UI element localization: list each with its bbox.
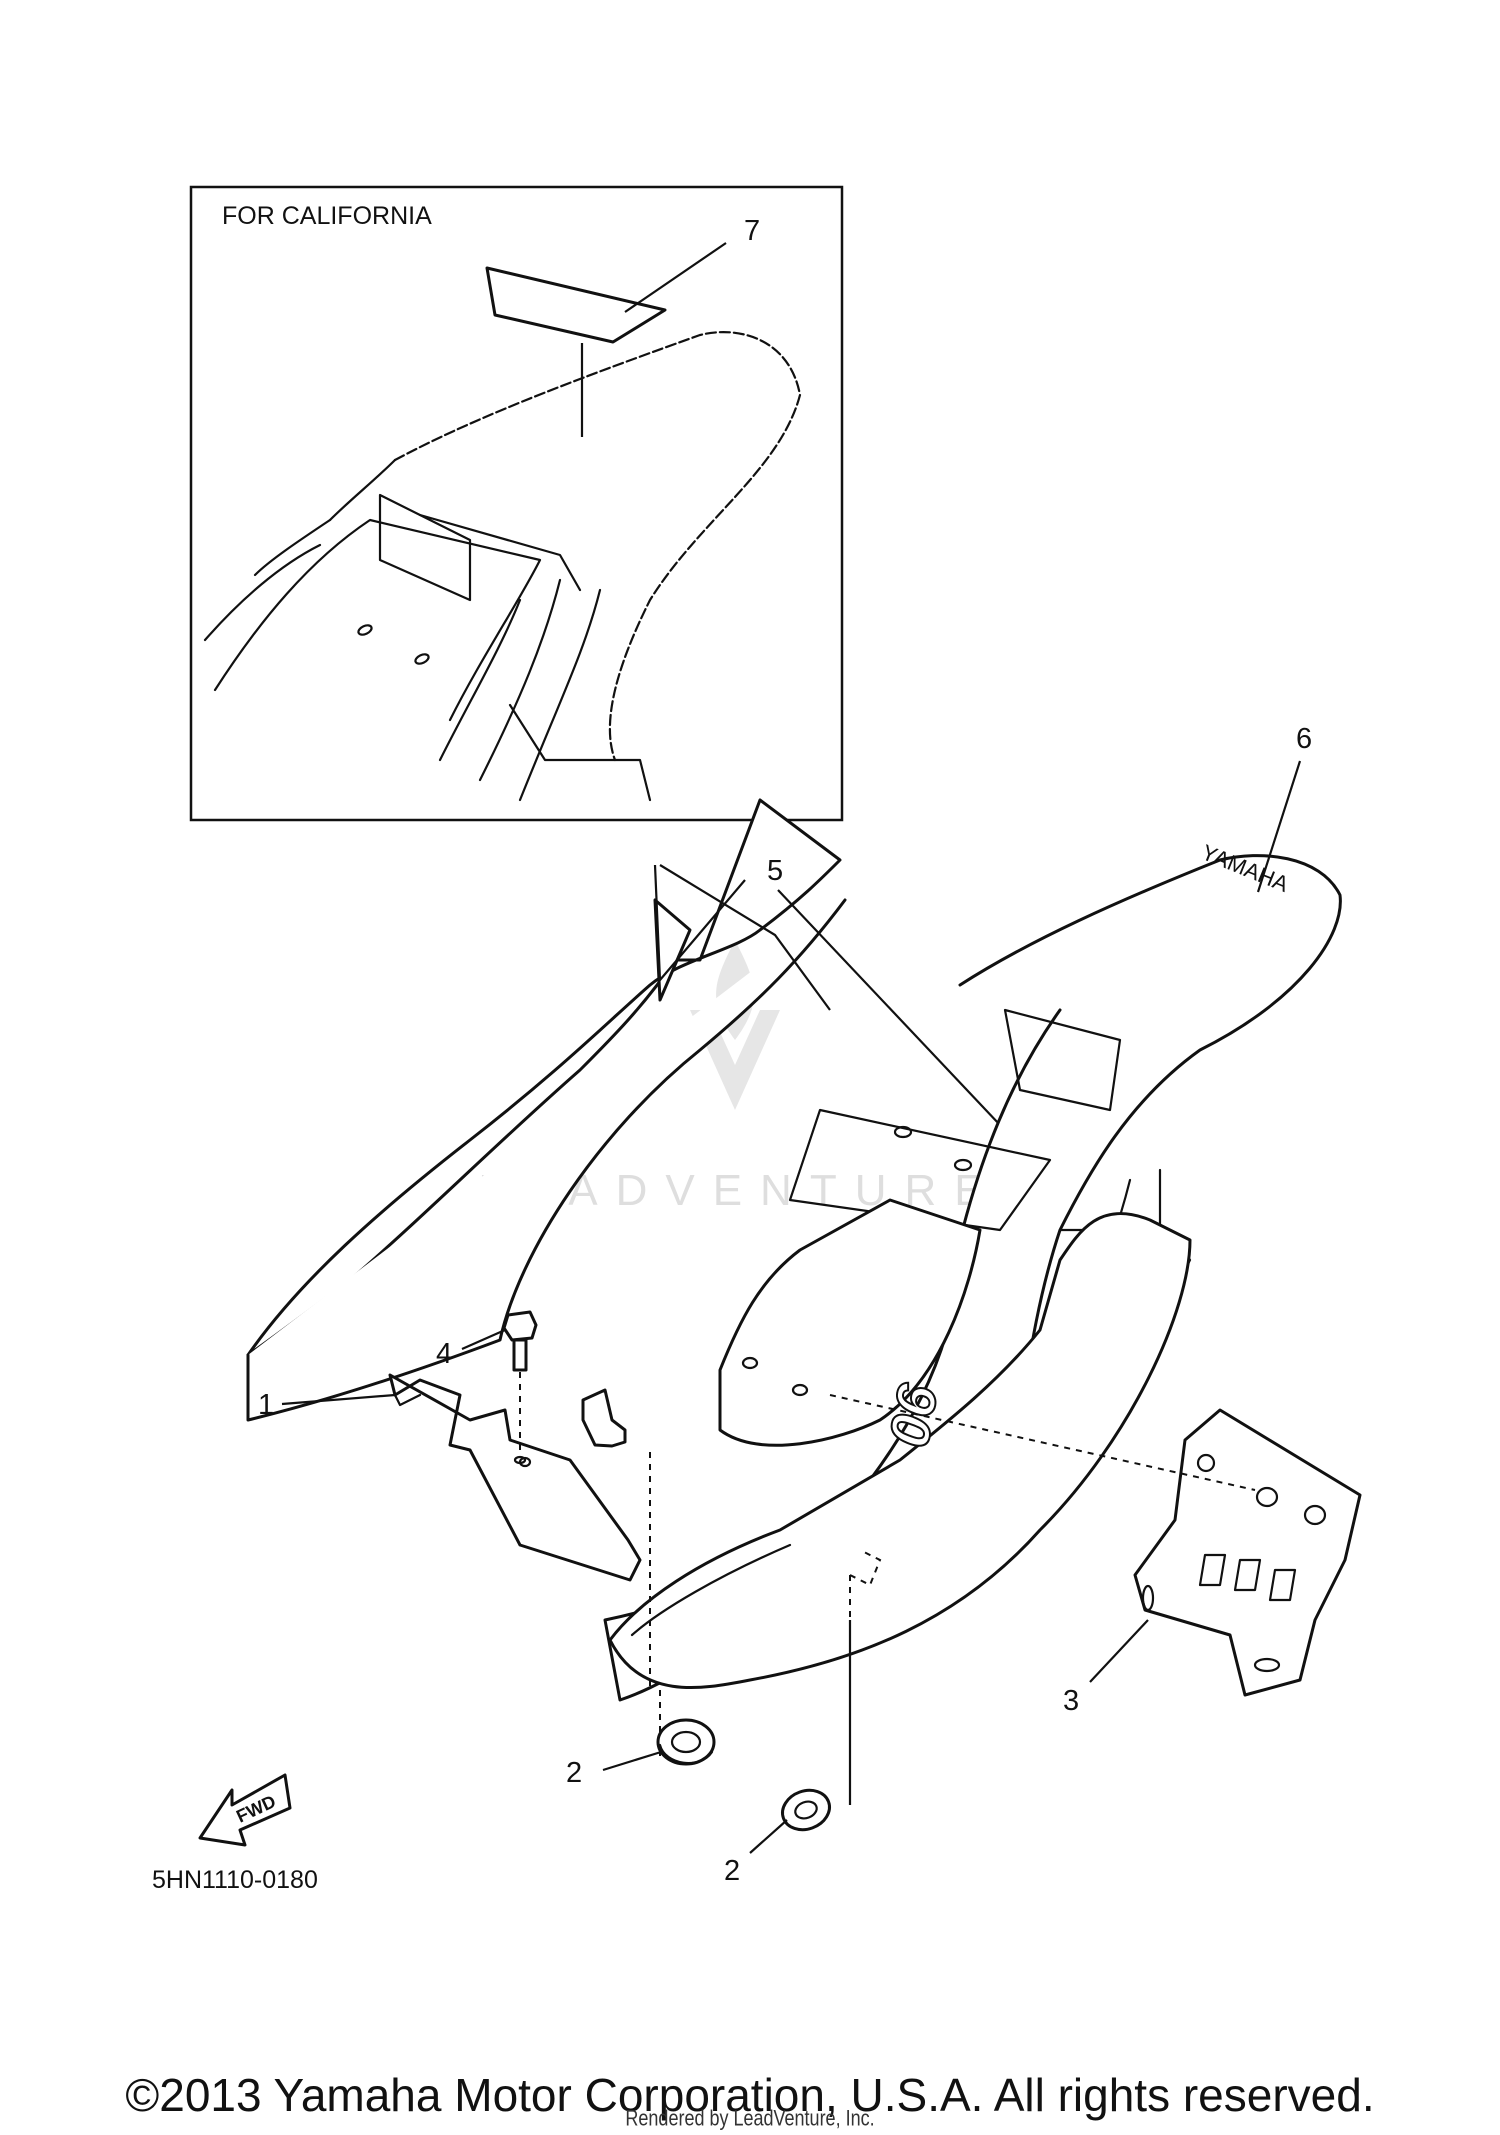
callout-3: 3 — [1063, 1685, 1079, 1717]
bolt-part-4: 4 — [436, 1310, 538, 1465]
callout-5: 5 — [767, 855, 783, 887]
callout-6: 6 — [1296, 723, 1312, 755]
rear-cover: 90 YAMAHA 6 — [603, 723, 1342, 1702]
callout-2b: 2 — [724, 1855, 740, 1887]
callout-7: 7 — [744, 215, 760, 247]
assembly-dash-lines — [649, 1394, 1256, 1805]
fender-plate — [608, 1212, 1192, 1690]
fwd-arrow-icon: FWD — [198, 1773, 292, 1847]
callout-1: 1 — [258, 1389, 274, 1421]
tray-knob — [581, 1388, 627, 1448]
california-inset: FOR CALIFORNIA 7 — [189, 185, 844, 822]
bracket-part-3: 3 — [1063, 1408, 1362, 1717]
inset-title: FOR CALIFORNIA — [222, 202, 432, 230]
callout-4: 4 — [436, 1338, 452, 1370]
part-number: 5HN1110-0180 — [152, 1866, 318, 1894]
callout-2a: 2 — [566, 1757, 582, 1789]
grommet-part-2b: 2 — [724, 1788, 831, 1887]
label-part-7 — [485, 266, 667, 344]
inset-frame — [189, 185, 844, 822]
copyright-text: ©2013 Yamaha Motor Corporation, U.S.A. A… — [125, 2069, 1375, 2121]
bracket-part-1: 1 — [258, 1373, 642, 1582]
seat-assembly: 5 — [246, 798, 1001, 1422]
rendered-by-text: Rendered by LeadVenture, Inc. — [625, 2105, 875, 2131]
seat-base-5 — [246, 798, 842, 1357]
grommet-part-2a: 2 — [566, 1718, 716, 1789]
